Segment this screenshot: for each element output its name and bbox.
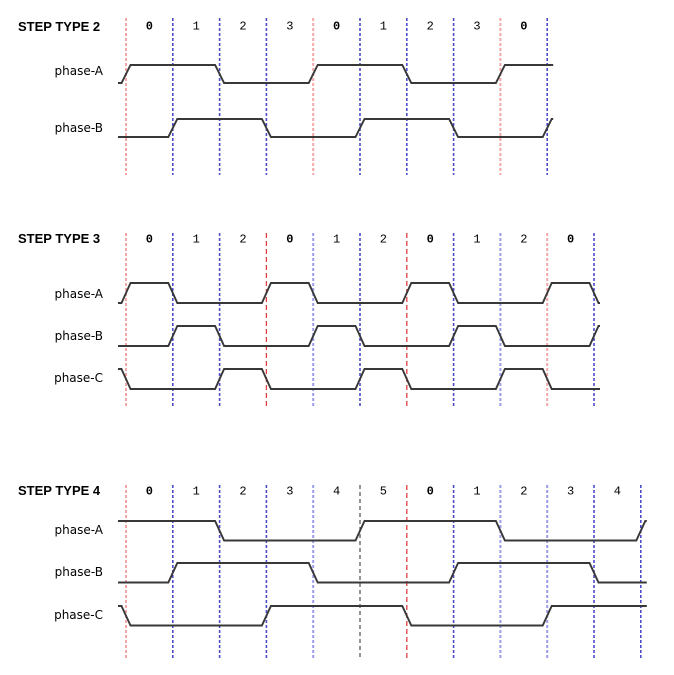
phase-label: phase-A: [54, 287, 104, 301]
step-number-label: 5: [380, 485, 387, 499]
waveform-phase-B: [118, 118, 554, 138]
step-number-label: 4: [614, 485, 621, 499]
step-number-label: 1: [193, 485, 200, 499]
step-number-label: 0: [333, 20, 340, 34]
step-number-label: 0: [146, 20, 153, 34]
step-number-label: 1: [193, 233, 200, 247]
step-number-label: 1: [380, 20, 387, 34]
step-number-label: 2: [239, 20, 246, 34]
step-number-label: 0: [146, 233, 153, 247]
step-number-label: 0: [520, 20, 527, 34]
step-number-label: 0: [427, 485, 434, 499]
diagram-2-title: STEP TYPE 3: [18, 231, 101, 246]
waveform-phase-C: [118, 605, 647, 627]
step-number-label: 1: [333, 233, 340, 247]
step-number-label: 3: [567, 485, 574, 499]
step-number-label: 2: [239, 485, 246, 499]
waveform-phase-C: [118, 368, 600, 390]
waveform-phase-B: [118, 562, 647, 584]
step-number-label: 1: [473, 233, 480, 247]
phase-label: phase-B: [54, 121, 103, 135]
diagram-1-title: STEP TYPE 2: [18, 19, 101, 34]
waveform-phase-B: [118, 325, 600, 347]
step-number-label: 2: [427, 20, 434, 34]
waveform-phase-A: [118, 282, 600, 304]
step-number-label: 3: [286, 485, 293, 499]
step-number-label: 2: [380, 233, 387, 247]
phase-label: phase-B: [54, 565, 103, 579]
phase-label: phase-B: [54, 329, 103, 343]
step-number-label: 1: [473, 485, 480, 499]
step-number-label: 4: [333, 485, 340, 499]
phase-label: phase-A: [54, 64, 104, 78]
step-number-label: 0: [567, 233, 574, 247]
step-number-label: 0: [427, 233, 434, 247]
step-number-label: 2: [239, 233, 246, 247]
diagram-3-title: STEP TYPE 4: [18, 483, 101, 498]
waveform-phase-A: [118, 64, 554, 84]
step-number-label: 3: [286, 20, 293, 34]
waveform-phase-A: [118, 520, 647, 542]
step-number-label: 3: [473, 20, 480, 34]
step-number-label: 2: [520, 485, 527, 499]
step-number-label: 0: [146, 485, 153, 499]
phase-label: phase-A: [54, 523, 104, 537]
step-number-label: 2: [520, 233, 527, 247]
phase-label: phase-C: [54, 371, 103, 385]
step-number-label: 0: [286, 233, 293, 247]
phase-label: phase-C: [54, 608, 103, 622]
step-number-label: 1: [193, 20, 200, 34]
